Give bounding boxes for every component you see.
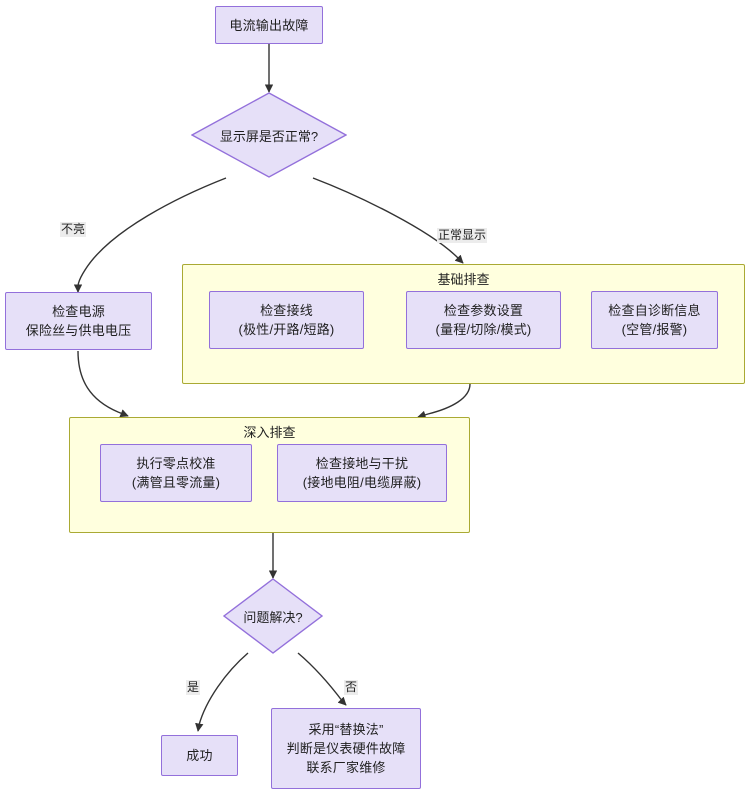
edge-label-no: 否: [344, 680, 359, 695]
node-replace-method[interactable]: 采用“替换法” 判断是仪表硬件故障 联系厂家维修: [271, 708, 421, 789]
node-zero-calibration-line1: 执行零点校准: [136, 456, 216, 471]
node-replace-method-line2: 判断是仪表硬件故障: [286, 741, 406, 756]
node-check-power[interactable]: 检查电源 保险丝与供电电压: [5, 292, 152, 350]
node-zero-calibration-line2: (满管且零流量): [131, 475, 221, 490]
edge-solved-to-replace: [297, 652, 347, 706]
node-check-params-line2: (量程/切除/模式): [435, 322, 532, 337]
node-check-power-line2: 保险丝与供电电压: [25, 323, 132, 338]
edge-basic-to-deep: [417, 383, 471, 419]
node-decision-display-label: 显示屏是否正常?: [219, 128, 319, 144]
node-zero-calibration[interactable]: 执行零点校准 (满管且零流量): [100, 444, 252, 502]
node-check-selfdiag-line1: 检查自诊断信息: [608, 303, 701, 318]
edge-power-to-deep: [77, 350, 129, 418]
edge-label-normal-display: 正常显示: [437, 228, 488, 243]
node-check-selfdiag-line2: (空管/报警): [621, 322, 688, 337]
node-check-wiring-line1: 检查接线: [260, 303, 313, 318]
node-success-label: 成功: [186, 748, 213, 763]
node-check-params[interactable]: 检查参数设置 (量程/切除/模式): [406, 291, 561, 349]
diamond-shape-solved: [223, 578, 323, 654]
node-decision-solved-label: 问题解决?: [243, 609, 303, 625]
node-check-wiring[interactable]: 检查接线 (极性/开路/短路): [209, 291, 364, 349]
node-start[interactable]: 电流输出故障: [215, 6, 323, 44]
node-decision-display[interactable]: 显示屏是否正常?: [191, 92, 347, 178]
node-check-ground[interactable]: 检查接地与干扰 (接地电阻/电缆屏蔽): [277, 444, 447, 502]
cluster-deep-label: 深入排查: [243, 425, 296, 440]
node-replace-method-line3: 联系厂家维修: [306, 760, 386, 775]
node-start-label: 电流输出故障: [229, 17, 309, 33]
node-check-power-line1: 检查电源: [52, 304, 105, 319]
node-check-params-line1: 检查参数设置: [443, 303, 524, 318]
cluster-basic-label: 基础排查: [437, 272, 490, 287]
diamond-shape-display: [191, 92, 347, 178]
edge-label-not-lit: 不亮: [60, 222, 87, 237]
node-check-ground-line2: (接地电阻/电缆屏蔽): [302, 475, 422, 490]
node-check-ground-line1: 检查接地与干扰: [315, 456, 409, 471]
node-replace-method-line1: 采用“替换法”: [308, 722, 384, 737]
edge-display-to-basic: [312, 177, 464, 264]
node-check-selfdiag[interactable]: 检查自诊断信息 (空管/报警): [591, 291, 718, 349]
edge-solved-to-success: [195, 652, 249, 732]
node-success[interactable]: 成功: [161, 735, 238, 776]
node-check-wiring-line2: (极性/开路/短路): [238, 322, 335, 337]
node-decision-solved[interactable]: 问题解决?: [223, 578, 323, 654]
edge-label-yes: 是: [186, 680, 201, 695]
